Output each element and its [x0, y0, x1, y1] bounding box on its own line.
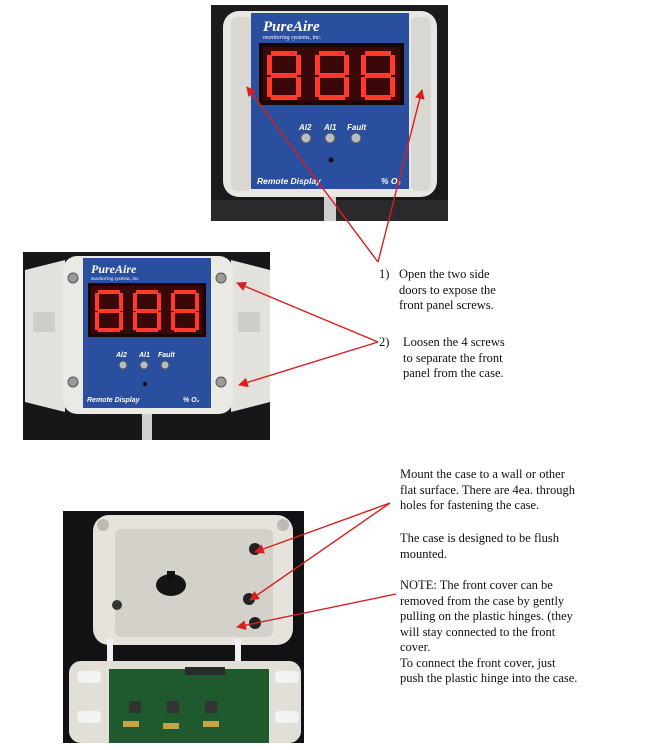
led-al2-icon-2 — [118, 360, 128, 370]
led-fault-icon — [350, 132, 362, 144]
screw-top-right-icon — [215, 272, 227, 284]
led-label-fault: Fault — [347, 123, 366, 132]
screw-bottom-left-icon — [67, 376, 79, 388]
brand-logo: PureAire — [263, 19, 320, 35]
mount-note-2-line-1: The case is designed to be flush — [400, 531, 559, 545]
mount-note-3-line-4: will stay connected to the front — [400, 624, 556, 639]
display-digits-2 — [95, 290, 199, 332]
sensor-hole-icon-2 — [143, 382, 147, 386]
cable-grommet-icon — [156, 574, 186, 596]
photo-closed-display: PureAire monitoring systems, inc. Al2 — [211, 5, 448, 221]
mount-note-3-line-6: To connect the front cover, just — [400, 655, 556, 670]
screw-bottom-right-icon — [215, 376, 227, 388]
step-1-caption: 1) Open the two side doors to expose the… — [379, 267, 629, 314]
mount-note-3-line-1: NOTE: The front cover can be — [400, 578, 553, 592]
footer-o2-unit-2: % O₂ — [183, 397, 200, 404]
brand-subtitle: monitoring systems, inc. — [263, 35, 321, 41]
mount-note-3-line-5: cover. — [400, 640, 431, 654]
led-al2-icon — [300, 132, 312, 144]
photo-doors-open: PureAire monitoring systems, inc. Al2 Al… — [23, 252, 270, 440]
footer-remote-display-2: Remote Display — [87, 397, 141, 404]
brand-subtitle-2: monitoring systems, inc. — [91, 277, 140, 282]
led-fault-icon-2 — [160, 360, 170, 370]
step-2-line-1: Loosen the 4 screws — [403, 335, 505, 349]
led-al1-icon — [324, 132, 336, 144]
mount-note-3-line-2: removed from the case by gently — [400, 593, 565, 608]
led-label-al2-2: Al2 — [115, 352, 127, 359]
step-2-line-2: to separate the front — [403, 350, 503, 365]
sensor-hole-icon — [328, 157, 334, 163]
led-label-al1-2: Al1 — [138, 352, 150, 359]
led-label-al2: Al2 — [298, 123, 312, 132]
brand-logo-2: PureAire — [91, 262, 137, 276]
photo-open-case — [63, 511, 304, 743]
mount-hole-4-icon — [112, 600, 122, 610]
step-2-line-3: panel from the case. — [403, 366, 504, 380]
mount-note-3-line-7: push the plastic hinge into the case. — [400, 671, 578, 685]
led-label-al1: Al1 — [323, 123, 337, 132]
footer-remote-display: Remote Display — [257, 176, 322, 186]
led-label-fault-2: Fault — [158, 352, 175, 359]
step-2-caption: 2) Loosen the 4 screws to separate the f… — [379, 335, 629, 382]
step-1-line-2: doors to expose the — [399, 282, 496, 297]
footer-o2-unit: % O₂ — [381, 176, 402, 186]
step-1-number: 1) — [379, 267, 390, 281]
mount-hole-3-icon — [249, 617, 261, 629]
mount-note-2-line-2: mounted. — [400, 546, 447, 561]
mount-note-1-line-3: holes for fastening the case. — [400, 498, 540, 512]
mount-note-1-line-2: flat surface. There are 4ea. through — [400, 482, 576, 497]
mount-note-3-line-3: pulling on the plastic hinges. (they — [400, 609, 573, 623]
step-1-line-1: Open the two side — [399, 267, 490, 281]
mount-hole-2-icon — [243, 593, 255, 605]
led-al1-icon-2 — [139, 360, 149, 370]
mount-note-2: The case is designed to be flush mounted… — [400, 531, 640, 562]
mount-note-3: NOTE: The front cover can be removed fro… — [400, 578, 640, 687]
step-2-number: 2) — [379, 335, 390, 349]
mount-note-1: Mount the case to a wall or other flat s… — [400, 467, 640, 514]
screw-top-left-icon — [67, 272, 79, 284]
step-1-line-3: front panel screws. — [399, 298, 494, 312]
mount-note-1-line-1: Mount the case to a wall or other — [400, 467, 565, 481]
mount-hole-1-icon — [249, 543, 261, 555]
